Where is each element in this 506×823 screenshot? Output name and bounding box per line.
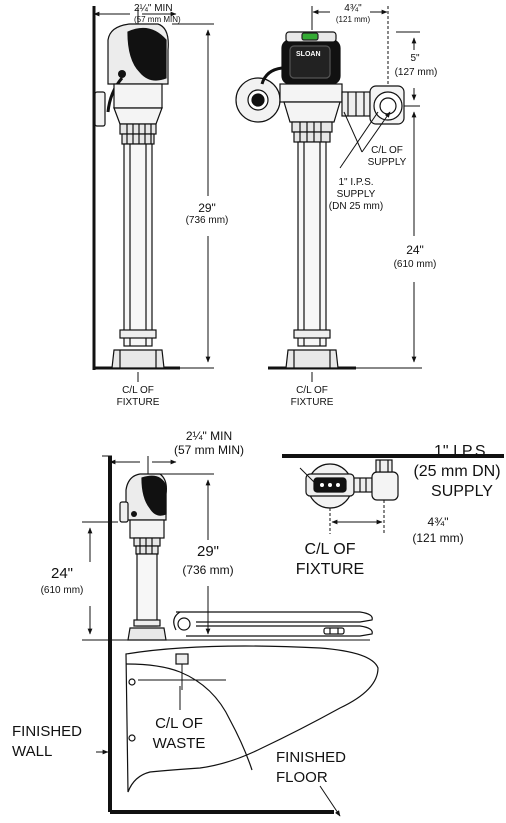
supply-centerline-label: C/L OF bbox=[371, 145, 403, 156]
top-left-height-dimension: 29" bbox=[198, 201, 216, 215]
plan-fixture-centerline-label-2: FIXTURE bbox=[295, 561, 365, 578]
plan-supply-label: 1" I.P.S. bbox=[433, 443, 491, 460]
bottom-24-dimension-mm: (610 mm) bbox=[40, 585, 84, 596]
supply-size-label-2: SUPPLY bbox=[336, 189, 376, 200]
finished-wall-label-2: WALL bbox=[12, 743, 53, 760]
flush-tube bbox=[297, 141, 327, 347]
top-left-fixture-centerline-label: C/L OF bbox=[122, 385, 154, 396]
top-left-min-dimension-mm: (57 mm MIN) bbox=[134, 15, 181, 24]
bottom-29-dimension-mm: (736 mm) bbox=[182, 563, 234, 577]
sensor-cap bbox=[127, 27, 167, 81]
supply-centerline-label-2: SUPPLY bbox=[367, 157, 407, 168]
bottom-min-dimension: 2¼" MIN bbox=[185, 429, 233, 443]
top-left-min-dimension: 2¼" MIN bbox=[134, 3, 173, 14]
top-left-side-view bbox=[92, 6, 214, 382]
plan-view bbox=[282, 454, 504, 534]
sensor-eye bbox=[118, 70, 126, 78]
flush-tube bbox=[123, 143, 153, 347]
supply-height-dimension: 5" bbox=[410, 53, 420, 64]
bottom-24-dimension: 24" bbox=[50, 565, 73, 582]
finished-floor-label: FINISHED bbox=[276, 749, 347, 766]
plan-fixture-centerline-label: C/L OF bbox=[304, 541, 356, 558]
bottom-min-dimension-mm: (57 mm MIN) bbox=[174, 443, 244, 457]
top-right-width-dimension: 4¾" bbox=[344, 3, 362, 14]
supply-size-label-3: (DN 25 mm) bbox=[328, 201, 384, 212]
finished-wall-label: FINISHED bbox=[12, 723, 83, 740]
plan-supply-label-2: (25 mm DN) bbox=[413, 463, 501, 480]
top-left-fixture-centerline-label-2: FIXTURE bbox=[116, 397, 160, 408]
top-right-front-view bbox=[235, 6, 422, 382]
plan-width-dimension: 4¾" bbox=[427, 515, 449, 529]
waste-centerline-label-2: WASTE bbox=[152, 735, 206, 752]
plan-width-dimension-mm: (121 mm) bbox=[412, 531, 464, 545]
override-button bbox=[301, 32, 319, 41]
top-right-fixture-centerline-label: C/L OF bbox=[296, 385, 328, 396]
top-right-24-dimension: 24" bbox=[406, 243, 424, 257]
top-right-fixture-centerline-label-2: FIXTURE bbox=[290, 397, 334, 408]
waste-centerline-label: C/L OF bbox=[155, 715, 203, 732]
finished-floor-label-2: FLOOR bbox=[276, 769, 328, 786]
supply-height-dimension-mm: (127 mm) bbox=[394, 67, 438, 78]
supply-size-label: 1" I.P.S. bbox=[338, 177, 374, 188]
brand-logo: SLOAN bbox=[296, 51, 321, 58]
bottom-29-dimension: 29" bbox=[196, 543, 219, 560]
top-right-width-dimension-mm: (121 mm) bbox=[335, 15, 371, 24]
bottom-section-view bbox=[82, 455, 379, 817]
plan-supply-label-3: SUPPLY bbox=[431, 483, 493, 500]
top-right-24-dimension-mm: (610 mm) bbox=[393, 259, 437, 270]
top-left-height-dimension-mm: (736 mm) bbox=[185, 215, 229, 226]
